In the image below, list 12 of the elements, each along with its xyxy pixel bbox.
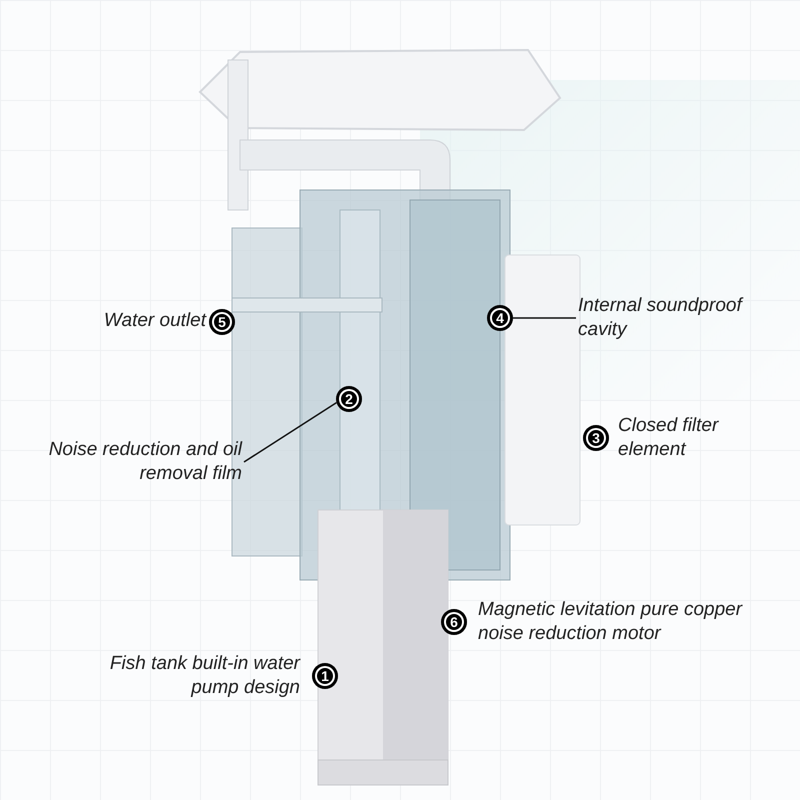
callout-number: 1 [312, 663, 338, 689]
callout-text: Water outlet [102, 309, 206, 333]
callout-number: 3 [583, 425, 609, 451]
callout-number: 6 [441, 609, 467, 635]
leader-line [513, 317, 576, 319]
callout-number: 5 [209, 309, 235, 335]
callout-text: Noise reduction and oil removal film [20, 438, 242, 486]
callout-text: Closed filter element [618, 414, 720, 462]
callout-text: Magnetic levitation pure copper noise reduction motor [478, 598, 744, 646]
callout-text: Internal soundproof cavity [578, 294, 788, 342]
leader-line [244, 402, 337, 463]
callout-text: Fish tank built-in water pump design [108, 652, 300, 700]
